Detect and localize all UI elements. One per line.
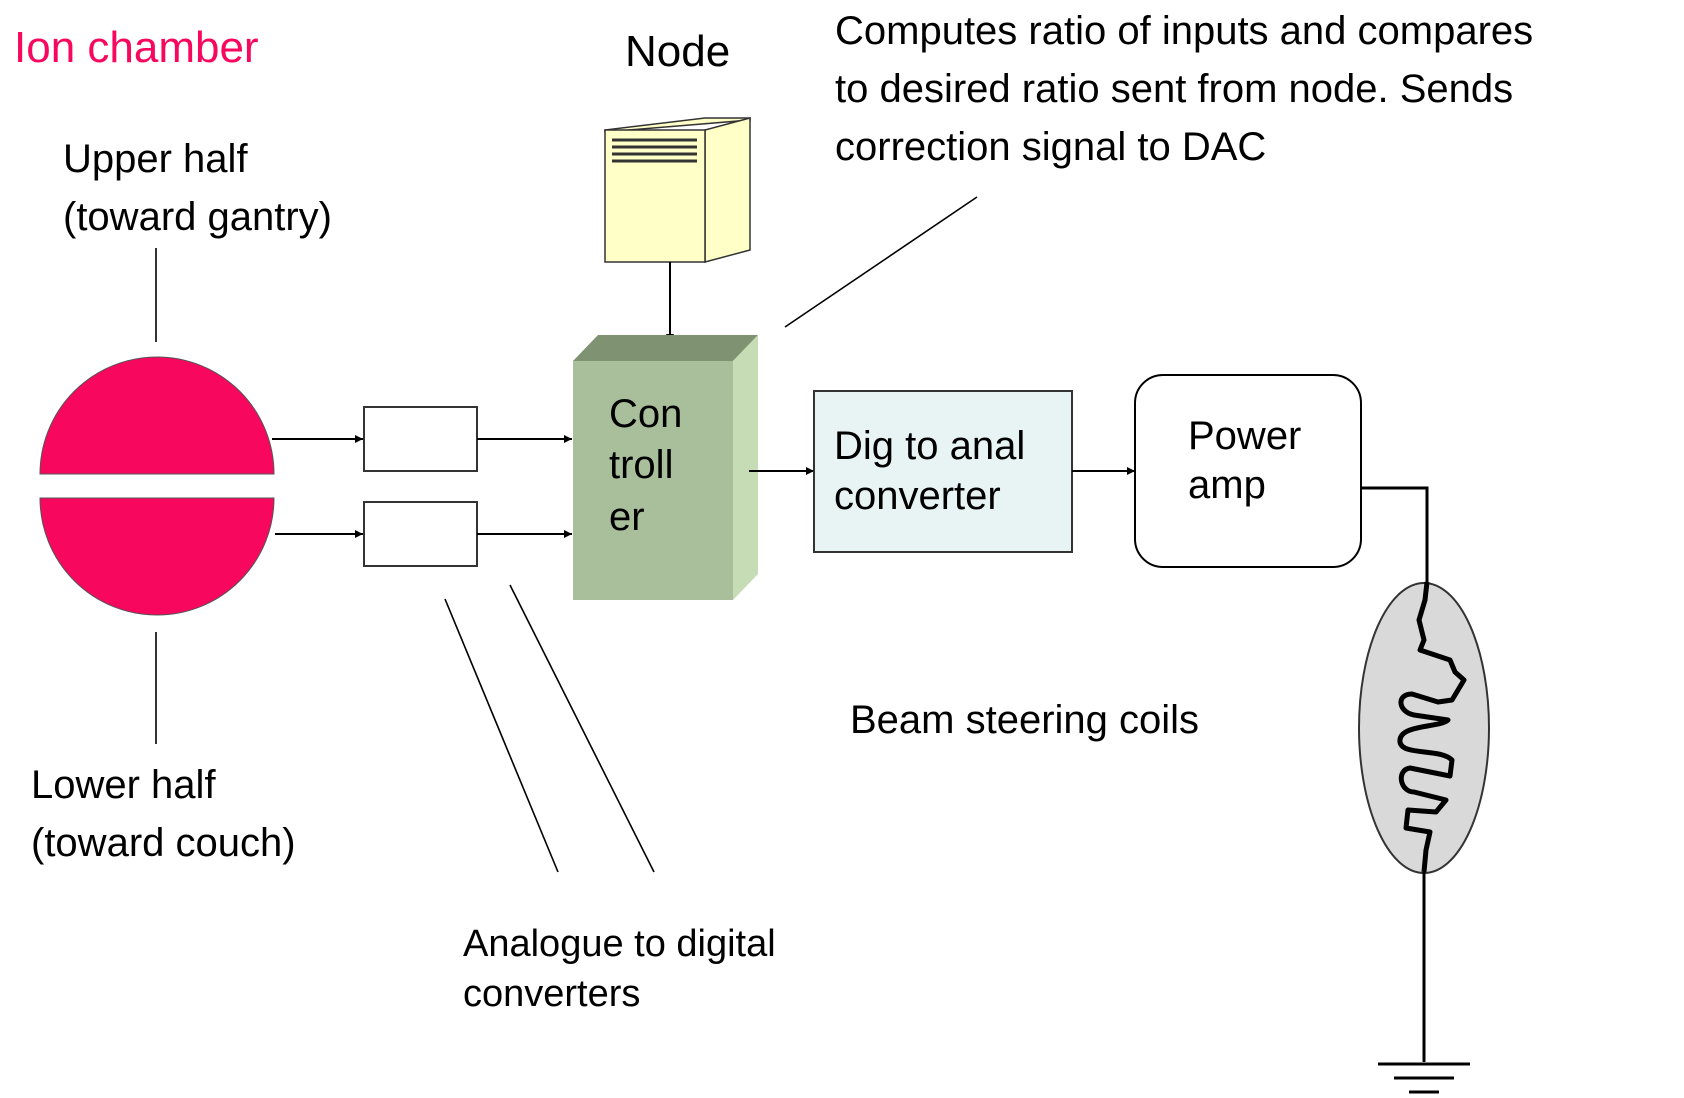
ion-chamber-title: Ion chamber	[14, 23, 259, 72]
controller-label-line1: Con	[609, 392, 682, 436]
controller-side-face	[733, 335, 758, 600]
controller-note: Computes ratio of inputs and compares to…	[835, 9, 1544, 169]
controller-label-line3: er	[609, 495, 645, 539]
lower-half-label: Lower half (toward couch)	[31, 763, 296, 865]
power-amp-label-line1: Power	[1188, 414, 1301, 458]
upper-half-label: Upper half (toward gantry)	[63, 137, 332, 239]
adc-leader-line-2	[509, 584, 655, 873]
controller-note-line2: to desired ratio sent from node. Sends	[835, 67, 1513, 111]
dac-label-line1: Dig to anal	[834, 424, 1025, 468]
adc-label-line2: converters	[463, 973, 640, 1015]
amp-to-coil-wire	[1361, 486, 1429, 582]
ground-symbol-icon	[1378, 1062, 1470, 1094]
node-side-face	[704, 117, 751, 263]
dac-box	[813, 390, 1073, 553]
controller-front-face	[573, 361, 733, 600]
coil-winding	[1397, 581, 1467, 873]
upper-adc-box	[363, 406, 478, 472]
controller-note-line3: correction signal to DAC	[835, 125, 1266, 169]
server-tower-icon	[604, 117, 751, 263]
controller-note-leader-line	[784, 196, 978, 328]
ion-chamber-lower-half	[39, 497, 275, 616]
coils-label: Beam steering coils	[850, 698, 1199, 742]
controller-label: Con troll er	[609, 392, 694, 539]
upper-half-line1: Upper half	[63, 137, 248, 181]
steering-coil-icon	[1358, 581, 1490, 874]
upper-half-line2: (toward gantry)	[63, 195, 332, 239]
node-front-face	[604, 129, 706, 263]
controller-block	[573, 335, 758, 600]
controller-label-line2: troll	[609, 443, 673, 487]
adc-label-line1: Analogue to digital	[463, 923, 776, 965]
lower-half-line1: Lower half	[31, 763, 216, 807]
node-label: Node	[625, 27, 730, 76]
adc-leader-line-1	[444, 598, 559, 873]
ion-chamber-upper-half	[39, 356, 275, 475]
lower-half-line2: (toward couch)	[31, 821, 296, 865]
power-amp-label-line2: amp	[1188, 463, 1266, 507]
dac-label-line2: converter	[834, 474, 1001, 518]
controller-note-line1: Computes ratio of inputs and compares	[835, 9, 1533, 53]
dac-label: Dig to anal converter	[834, 424, 1036, 518]
lower-adc-box	[363, 501, 478, 567]
controller-top-face	[573, 335, 758, 361]
power-amp-box	[1134, 374, 1362, 568]
adc-label: Analogue to digital converters	[463, 923, 786, 1015]
power-amp-label: Power amp	[1188, 414, 1313, 507]
